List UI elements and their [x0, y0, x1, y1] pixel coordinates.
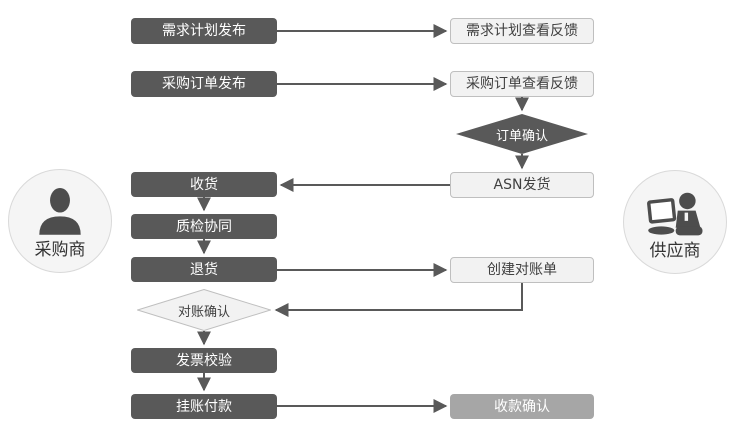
node-demand-plan-feedback: 需求计划查看反馈: [450, 18, 594, 44]
node-quality-collab: 质检协同: [131, 214, 277, 239]
decision-order-confirm: 订单确认: [456, 114, 588, 154]
node-demand-plan-publish: 需求计划发布: [131, 18, 277, 44]
node-po-feedback: 采购订单查看反馈: [450, 71, 594, 97]
diamond-shape: [137, 289, 271, 331]
node-label: 需求计划查看反馈: [466, 23, 578, 39]
decision-label: 订单确认: [495, 128, 548, 144]
node-po-publish: 采购订单发布: [131, 71, 277, 97]
node-receipt-confirm: 收款确认: [450, 394, 594, 419]
node-label: 采购订单查看反馈: [466, 76, 578, 92]
node-label: 退货: [190, 261, 218, 278]
node-label: 质检协同: [176, 218, 232, 235]
actor-buyer: 采购商: [8, 169, 112, 273]
diamond-shape: [456, 114, 588, 154]
node-label: 挂账付款: [176, 398, 232, 415]
decision-reconcile-confirm: 对账确认: [137, 289, 271, 331]
node-invoice-verify: 发票校验: [131, 348, 277, 373]
actor-supplier-label: 供应商: [649, 241, 701, 262]
node-create-statement: 创建对账单: [450, 257, 594, 283]
node-label: ASN发货: [493, 177, 551, 193]
actor-buyer-label: 采购商: [34, 240, 86, 261]
node-label: 收货: [190, 176, 218, 193]
node-label: 发票校验: [176, 352, 232, 369]
node-label: 采购订单发布: [162, 76, 246, 92]
node-book-payment: 挂账付款: [131, 394, 277, 419]
flow-edge-create_statement-to-reconcile_confirm: [274, 283, 523, 317]
decision-label: 对账确认: [177, 304, 230, 320]
user-laptop-icon: [646, 192, 704, 240]
node-label: 收款确认: [494, 398, 550, 415]
node-asn-ship: ASN发货: [450, 172, 594, 198]
user-icon: [37, 187, 83, 239]
node-return-goods: 退货: [131, 257, 277, 282]
node-label: 需求计划发布: [162, 23, 246, 39]
actor-supplier: 供应商: [623, 170, 727, 274]
node-receive-goods: 收货: [131, 172, 277, 197]
node-label: 创建对账单: [487, 262, 557, 278]
